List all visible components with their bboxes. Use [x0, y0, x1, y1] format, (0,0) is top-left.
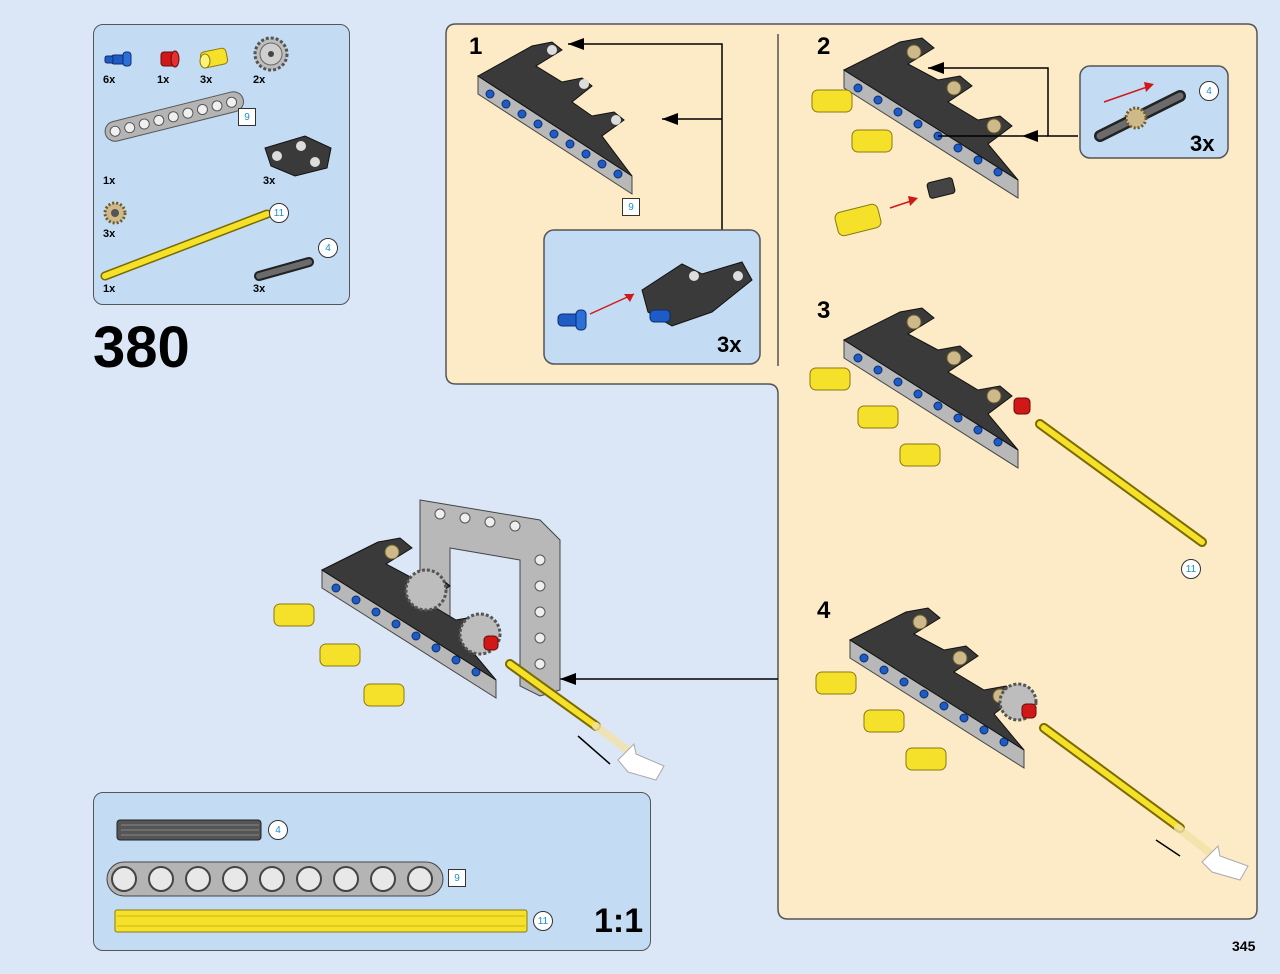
yellow-axle-part [100, 209, 272, 281]
substep-1-multiplier: 3x [717, 332, 742, 357]
tan-gear-part [103, 201, 127, 225]
yellow-connector-part [199, 47, 229, 69]
axle-short-length-badge: 4 [318, 238, 338, 258]
red-bush-part [160, 50, 180, 68]
gray-axle-part [254, 257, 314, 281]
count-blue-pin: 6x [103, 74, 116, 86]
substep-3-number: 3 [817, 297, 831, 324]
black-liftarm-part [264, 135, 332, 177]
gray-beam-part [104, 91, 244, 142]
substep-2-multiplier: 3x [1190, 131, 1215, 156]
substep-3-drawing [809, 307, 1207, 547]
scale-beam-badge: 9 [448, 869, 466, 887]
beam-length-badge: 9 [238, 108, 256, 126]
scale-axle-short-badge: 4 [268, 820, 288, 840]
scale-label: 1:1 [594, 902, 644, 940]
parts-list-drawing [100, 36, 332, 281]
count-yellow-connector: 3x [200, 74, 213, 86]
step-number: 380 [93, 315, 190, 380]
substep-2-drawing [811, 37, 1229, 237]
scale-axle-long-badge: 11 [533, 911, 553, 931]
substep-1-drawing [477, 38, 761, 365]
substep-2-axle-badge: 4 [1199, 81, 1219, 101]
substep-2-number: 2 [817, 33, 831, 60]
count-gray-beam: 1x [103, 175, 116, 187]
page-number: 345 [1232, 938, 1256, 954]
count-black-liftarm: 3x [263, 175, 276, 187]
substep-1-number: 1 [469, 33, 483, 60]
substep-4-number: 4 [817, 597, 831, 624]
count-gray-gear: 2x [253, 74, 266, 86]
substep-1-beam-badge: 9 [622, 198, 640, 216]
blue-pin-part [104, 51, 132, 67]
axle-long-length-badge: 11 [269, 203, 289, 223]
main-assembly-drawing [273, 499, 665, 781]
count-red-bush: 1x [157, 74, 170, 86]
count-tan-gear: 3x [103, 228, 116, 240]
gray-gear-part [253, 36, 289, 72]
scale-box-drawing [106, 819, 528, 933]
count-gray-axle: 3x [253, 283, 266, 295]
substep-3-axle-badge: 11 [1181, 559, 1201, 579]
substep-4-drawing [815, 607, 1249, 881]
count-yellow-axle: 1x [103, 283, 116, 295]
